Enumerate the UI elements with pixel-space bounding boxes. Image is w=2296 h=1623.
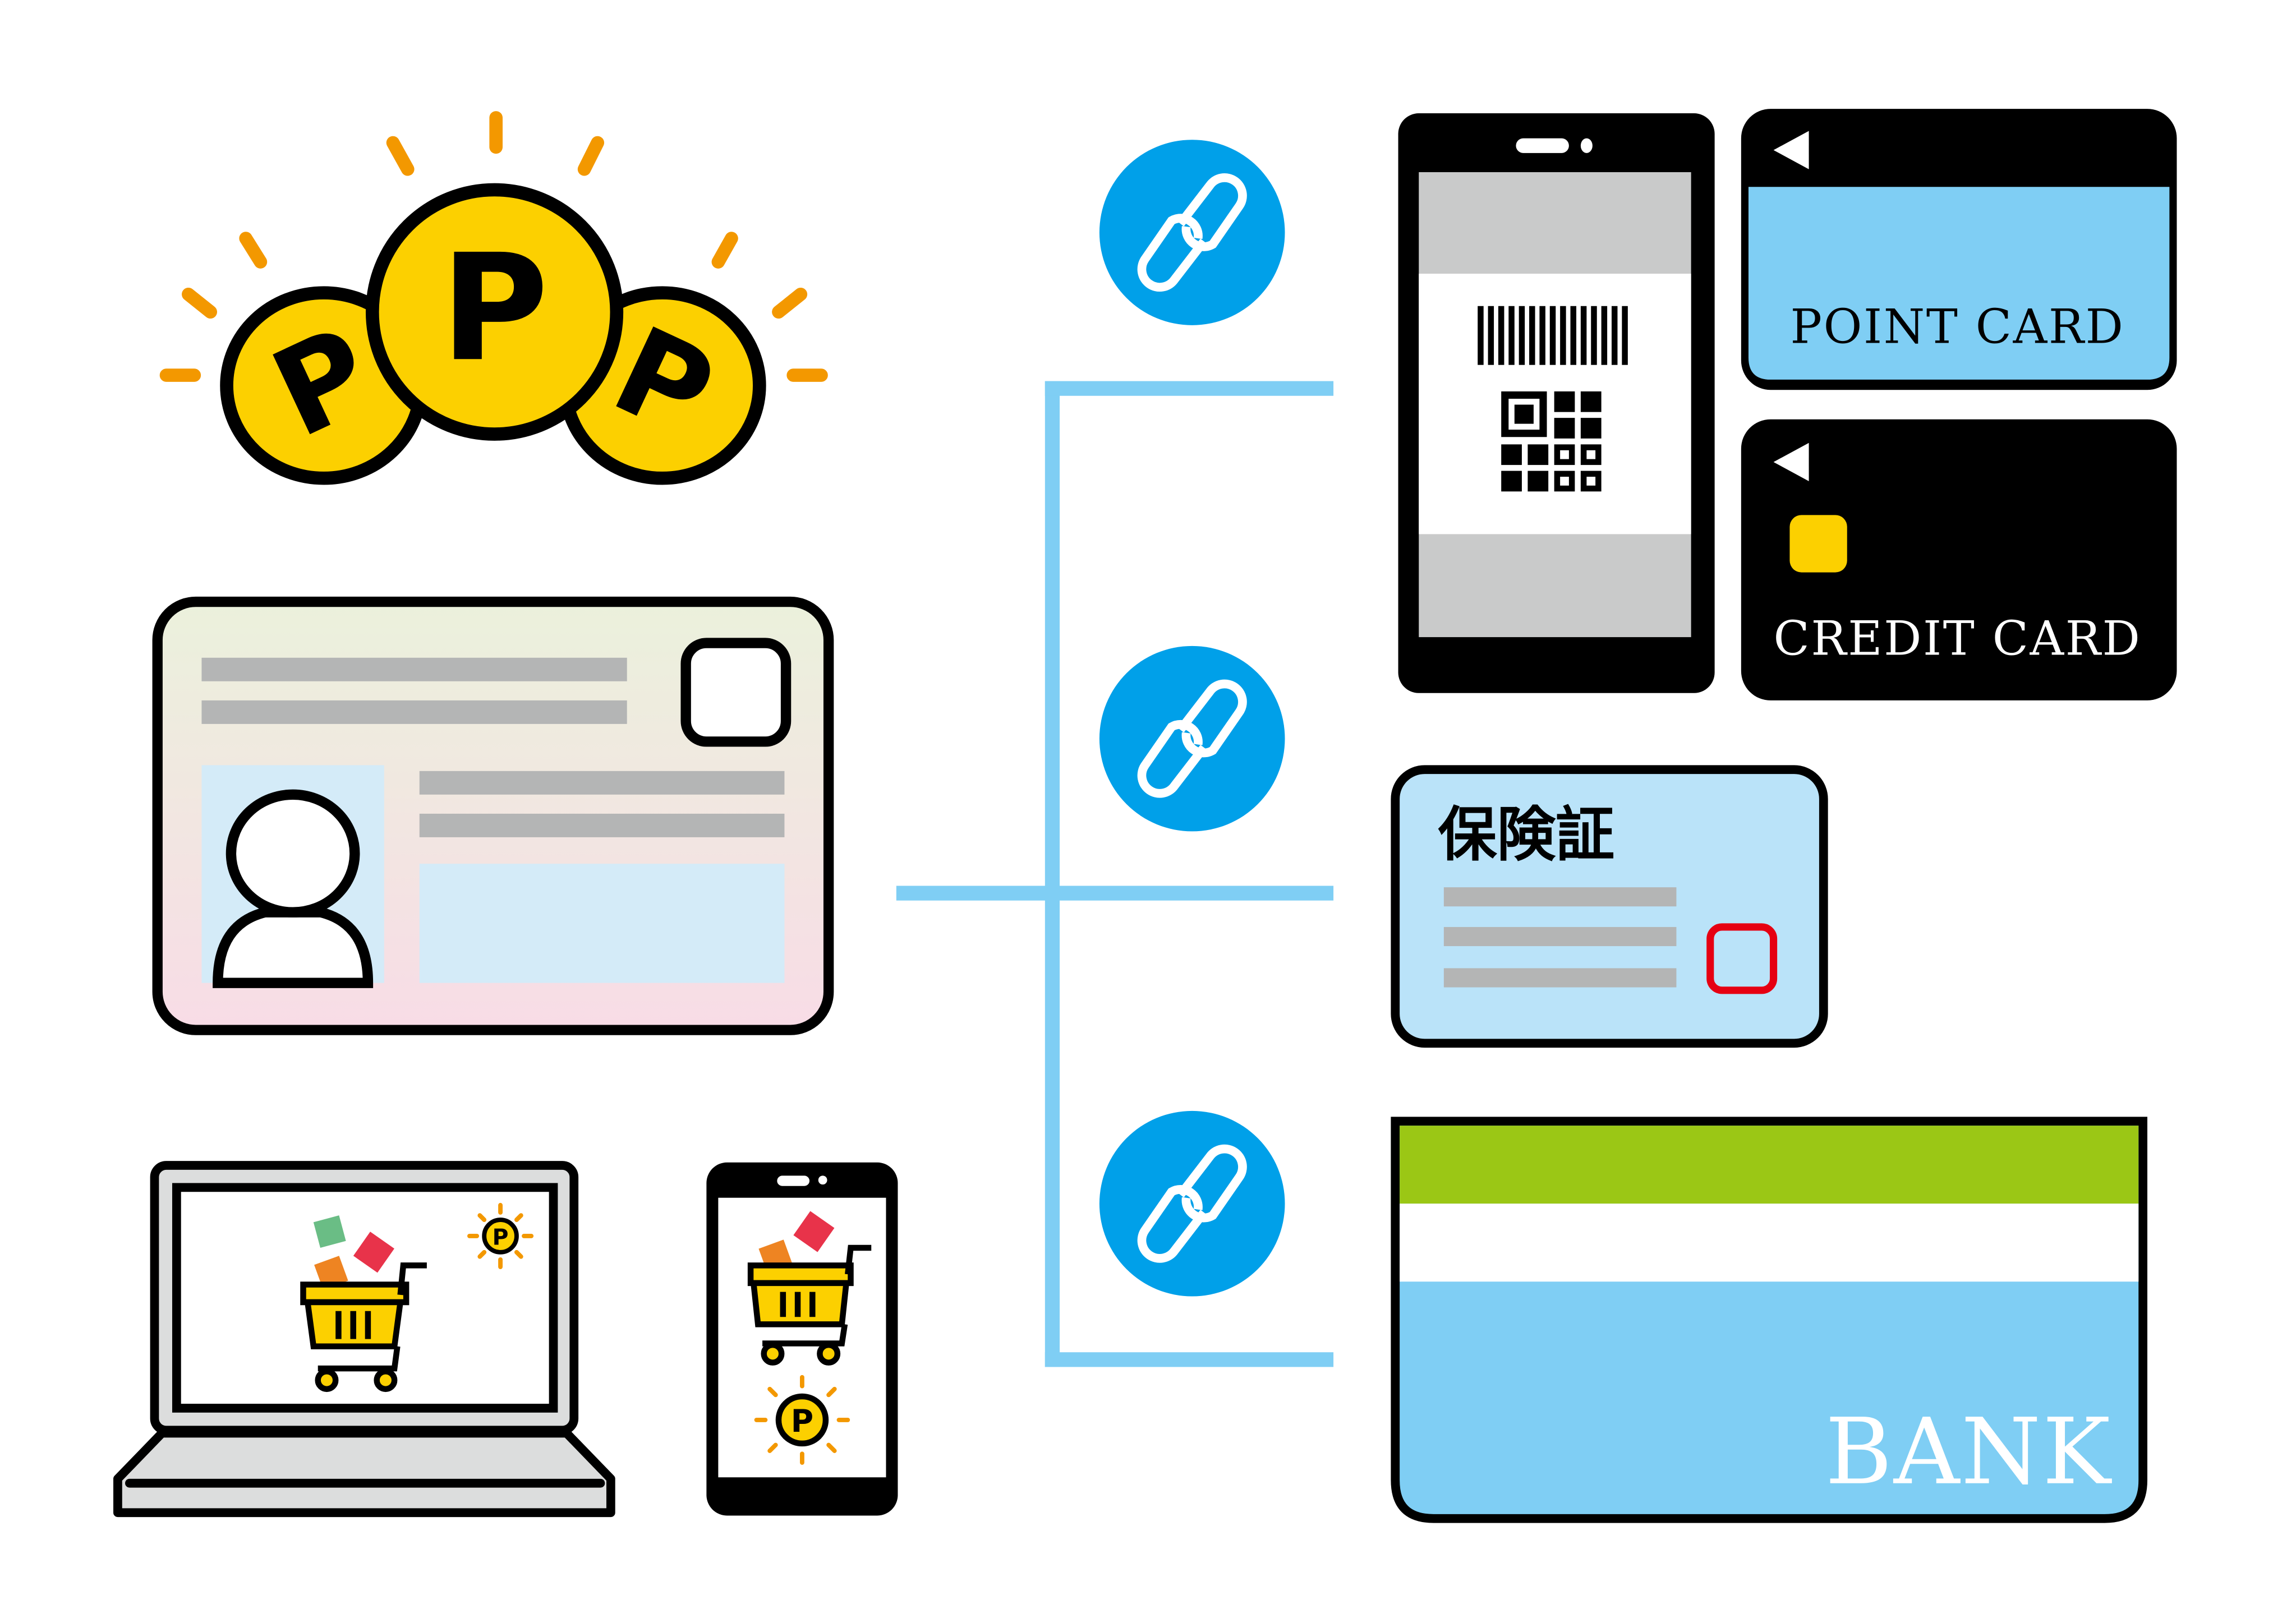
point-coin-icon: P	[754, 1375, 850, 1465]
smartphone-shopping: P	[706, 1162, 898, 1516]
coin-icon-center: P	[365, 183, 624, 441]
connector-lines	[896, 381, 1334, 1367]
point-card-label: POINT CARD	[1790, 299, 2124, 354]
sparkle-rays-icon	[159, 111, 828, 382]
point-card: POINT CARD	[1741, 109, 2177, 390]
barcode-icon	[1478, 306, 1628, 365]
link-icon-middle	[1099, 645, 1285, 832]
insurance-card: 保険証	[1391, 765, 1828, 1048]
bank-label: BANK	[1825, 1399, 2112, 1505]
shopping-cart-icon	[747, 1211, 872, 1366]
credit-card: CREDIT CARD	[1741, 419, 2177, 700]
id-card-line	[201, 700, 627, 724]
point-coin-icon: P	[467, 1202, 534, 1269]
credit-card-label: CREDIT CARD	[1774, 611, 2142, 666]
laptop: P	[113, 1161, 615, 1518]
payment-smartphone	[1398, 113, 1715, 693]
ic-chip-icon	[1789, 515, 1847, 573]
id-card-line	[419, 771, 785, 795]
info-area	[419, 864, 785, 983]
stamp-icon	[1706, 923, 1778, 994]
point-coins-group: P P P	[159, 111, 828, 485]
qr-code-icon	[1501, 391, 1602, 492]
id-card-line	[419, 813, 785, 837]
insurance-card-label: 保険証	[1438, 800, 1614, 869]
coin-letter: P	[791, 1403, 813, 1439]
link-icon-top	[1099, 140, 1285, 325]
shopping-cart-icon	[300, 1215, 427, 1393]
speaker-icon	[1516, 138, 1569, 153]
card-line	[1443, 926, 1677, 947]
link-icon-bottom	[1099, 1110, 1285, 1297]
id-card	[152, 596, 834, 1035]
card-arrow-icon	[1773, 442, 1809, 481]
coin-letter: P	[493, 1225, 509, 1251]
card-arrow-icon	[1773, 131, 1809, 169]
card-line	[1443, 968, 1677, 988]
id-card-line	[201, 657, 627, 681]
speaker-icon	[777, 1175, 810, 1186]
bank-passbook: BANK	[1391, 1117, 2148, 1523]
ic-chip-icon	[680, 638, 792, 747]
coin-letter: P	[440, 222, 548, 394]
card-line	[1443, 887, 1677, 907]
person-avatar-icon	[213, 789, 374, 988]
